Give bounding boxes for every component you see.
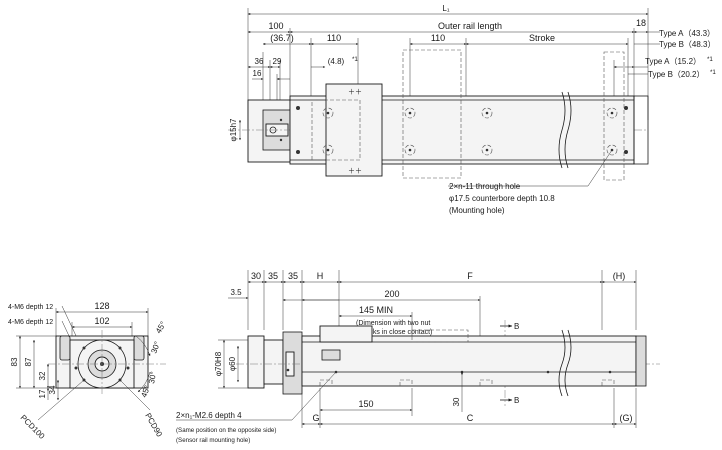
dim-17: 17 — [38, 389, 47, 398]
pcd100-label: PCD100 — [19, 413, 47, 441]
dim-16: 16 — [253, 69, 262, 78]
dim-102: 102 — [94, 316, 109, 326]
dim-30-top: 30 — [251, 271, 261, 281]
note-mark-2: *1 — [707, 56, 713, 63]
dim-145-min: 145 MIN — [359, 305, 393, 315]
pcd90-label: PCD90 — [143, 412, 164, 439]
dim-30-vertical: 30 — [452, 397, 461, 406]
dim-110-a: 110 — [327, 33, 341, 43]
dim-l1: L₁ — [442, 4, 449, 13]
type-b-48-3: Type B（48.3） — [659, 40, 715, 49]
callout-through-hole: 2×n-11 through hole — [449, 182, 521, 191]
m2-6-note-sensor: (Sensor rail mounting hole) — [176, 437, 250, 444]
dim-35-b: 35 — [288, 271, 298, 281]
m6-callout-top: 4-M6 depth 12 — [8, 304, 53, 311]
dim-128: 128 — [94, 301, 109, 311]
carriage-side — [319, 325, 373, 343]
dim-c: C — [467, 413, 474, 423]
dim-4-8: (4.8) — [328, 57, 345, 66]
dim-150: 150 — [358, 399, 373, 409]
dia-70h8: φ70H8 — [214, 351, 223, 376]
m2-6-callout: 2×n₁-M2.6 depth 4 — [176, 411, 242, 420]
nut-note-2: blocks in close contact) — [360, 329, 432, 336]
shaft-diameter: φ15h7 — [229, 118, 238, 142]
dim-g-paren: (G) — [620, 413, 633, 423]
outer-rail-length-label: Outer rail length — [438, 21, 502, 31]
dim-36-7: (36.7) — [270, 33, 294, 43]
callout-counterbore: φ17.5 counterbore depth 10.8 — [449, 194, 555, 203]
dim-100: 100 — [268, 21, 283, 31]
carriage-top — [325, 83, 383, 177]
dim-36: 36 — [255, 57, 264, 66]
dim-34: 34 — [48, 385, 57, 394]
callout-mounting-hole: (Mounting hole) — [449, 206, 505, 215]
dim-87: 87 — [24, 357, 33, 366]
dim-f: F — [467, 271, 473, 281]
dim-200: 200 — [384, 289, 399, 299]
svg-text:＋＋: ＋＋ — [348, 167, 362, 175]
nut-note-1: (Dimension with two nut — [356, 320, 430, 327]
end-view: 128 102 4-M6 depth 12 4-M6 depth 12 83 8… — [8, 301, 168, 441]
section-b-bottom: B — [514, 396, 519, 405]
type-a-15-2: Type A（15.2） — [645, 57, 701, 66]
angle-30-bottom: 30° — [147, 371, 158, 384]
angle-30-top: 30° — [149, 340, 162, 354]
top-view: L₁ 100 Outer rail length 18 Type A（43.3）… — [228, 4, 716, 215]
side-view: 30 35 35 H F (H) 3.5 200 145 MIN (Dimens… — [176, 270, 660, 444]
note-mark-3: *1 — [710, 69, 716, 76]
dim-83: 83 — [10, 357, 19, 366]
dim-18: 18 — [636, 18, 646, 28]
dim-h-paren: (H) — [613, 271, 626, 281]
motor-flange-side — [247, 335, 265, 389]
dim-35-a: 35 — [268, 271, 278, 281]
outer-rail-side — [301, 335, 637, 387]
dim-110-b: 110 — [431, 33, 445, 43]
type-b-20-2: Type B（20.2） — [648, 70, 704, 79]
angle-45-top: 45° — [154, 320, 168, 335]
dim-3-5: 3.5 — [230, 288, 242, 297]
angle-45-bottom: 45° — [139, 384, 152, 398]
dia-60: φ60 — [228, 356, 237, 371]
m6-callout-bottom: 4-M6 depth 12 — [8, 319, 53, 326]
dim-29: 29 — [273, 57, 282, 66]
note-mark-1: *1 — [352, 56, 358, 63]
stroke-label: Stroke — [529, 33, 555, 43]
dim-h: H — [317, 271, 324, 281]
dim-g: G — [312, 413, 319, 423]
m2-6-note-opposite: (Same position on the opposite side) — [176, 427, 276, 434]
section-b-top: B — [514, 322, 519, 331]
svg-text:＋＋: ＋＋ — [348, 88, 362, 96]
dim-32: 32 — [38, 371, 47, 380]
type-a-43-3: Type A（43.3） — [659, 29, 715, 38]
